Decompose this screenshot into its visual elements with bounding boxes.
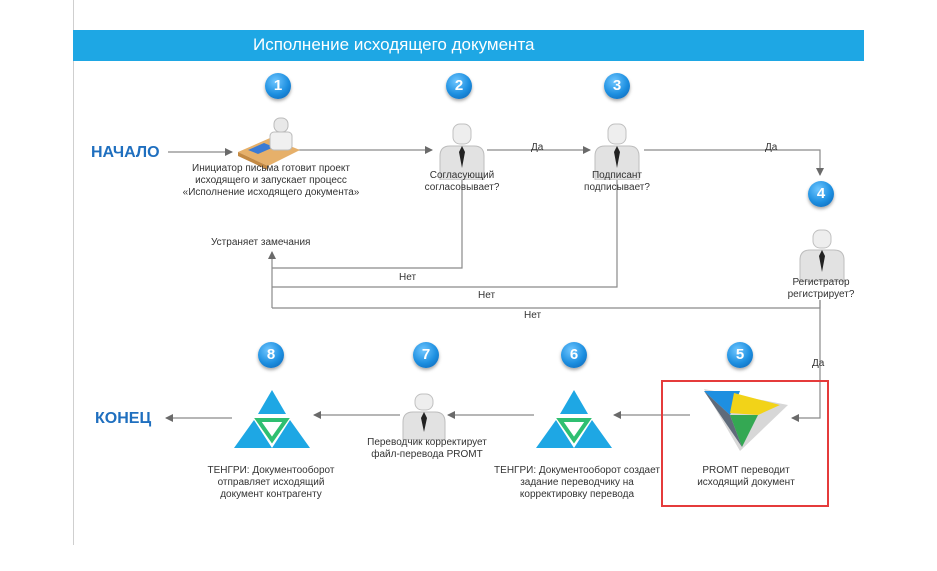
step-3-label: Подписант подписывает? bbox=[584, 170, 650, 193]
edge-label-no-2: Нет bbox=[399, 272, 417, 283]
edge-label-yes-4-5: Да bbox=[812, 358, 825, 369]
edge-label-no-3: Нет bbox=[478, 290, 496, 301]
step-badge-2: 2 bbox=[446, 73, 472, 99]
connector-4-no bbox=[272, 300, 821, 309]
diagram-frame bbox=[73, 0, 865, 545]
step-badge-7: 7 bbox=[413, 342, 439, 368]
end-label: КОНЕЦ bbox=[95, 410, 152, 427]
person-icon-approver bbox=[439, 123, 485, 180]
person-icon-registrar bbox=[799, 229, 845, 282]
step-2-label: Согласующий согласовывает? bbox=[424, 170, 500, 193]
edge-label-no-4: Нет bbox=[524, 310, 542, 321]
promt-highlight-box bbox=[661, 380, 829, 507]
connector-3-no bbox=[272, 180, 618, 288]
person-icon-translator bbox=[402, 393, 446, 440]
step-8-label: ТЕНГРИ: Документооборот отправляет исход… bbox=[207, 465, 335, 500]
connector-3-to-4 bbox=[644, 149, 824, 176]
start-label: НАЧАЛО bbox=[91, 144, 160, 161]
step-badge-3: 3 bbox=[604, 73, 630, 99]
person-icon-signer bbox=[594, 123, 640, 180]
connector-4-to-5 bbox=[791, 300, 821, 422]
step-badge-4: 4 bbox=[808, 181, 834, 207]
step-6-label: ТЕНГРИ: Документооборот создает задание … bbox=[494, 465, 660, 500]
step-1-label: Инициатор письма готовит проект исходяще… bbox=[182, 163, 360, 198]
tengri-logo-icon-8 bbox=[234, 390, 310, 448]
step-5-label: PROMT переводит исходящий документ bbox=[697, 465, 795, 488]
step-4-label: Регистратор регистрирует? bbox=[787, 277, 855, 300]
edge-label-yes-3-4: Да bbox=[765, 142, 778, 153]
connector-2-no bbox=[272, 180, 463, 269]
title-bar bbox=[73, 30, 864, 61]
step-7-label: Переводчик корректирует файл-перевода PR… bbox=[367, 437, 487, 460]
fix-remarks-label: Устраняет замечания bbox=[211, 237, 311, 248]
initiator-desk-icon bbox=[238, 117, 300, 170]
edge-label-yes-2-3: Да bbox=[531, 142, 544, 153]
step-badge-5: 5 bbox=[727, 342, 753, 368]
diagram-title: Исполнение исходящего документа bbox=[253, 35, 535, 54]
step-badge-1: 1 bbox=[265, 73, 291, 99]
promt-logo-icon bbox=[704, 389, 788, 451]
step-badge-8: 8 bbox=[258, 342, 284, 368]
tengri-logo-icon-6 bbox=[536, 390, 612, 448]
step-badge-6: 6 bbox=[561, 342, 587, 368]
